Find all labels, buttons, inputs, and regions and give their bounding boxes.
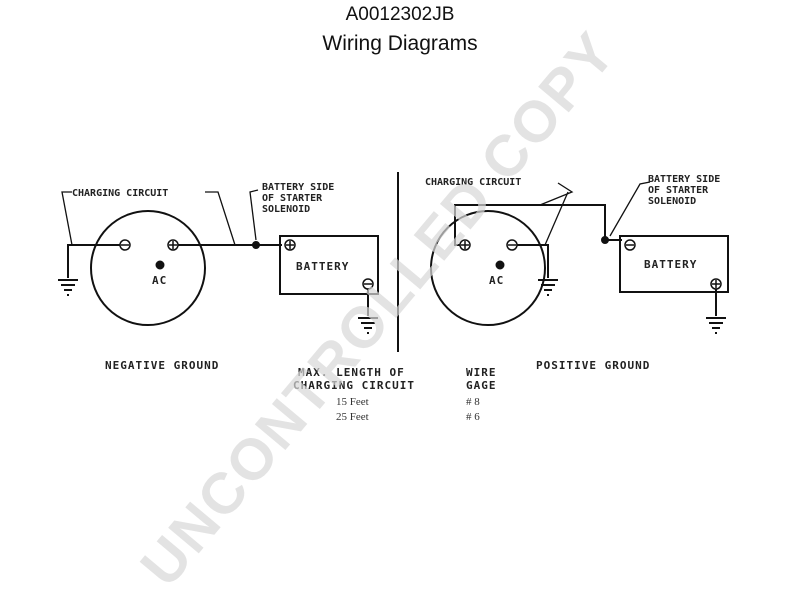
label-charging-circuit-positive: CHARGING CIRCUIT xyxy=(425,177,521,188)
table-row-1-length: 15 Feet xyxy=(336,396,369,408)
leader-charging-negative xyxy=(205,191,236,246)
label-battery-positive: BATTERY xyxy=(644,258,697,271)
ground-wire-negative xyxy=(67,244,120,278)
label-ac-negative: AC xyxy=(152,274,167,287)
label-ac-positive: AC xyxy=(489,274,504,287)
leader-charging-positive xyxy=(539,182,574,206)
label-battery-side-3-negative: SOLENOID xyxy=(262,204,310,215)
battery-negative xyxy=(279,235,379,295)
table-header-length-2: CHARGING CIRCUIT xyxy=(293,379,415,392)
alternator-circle-negative xyxy=(90,210,206,326)
label-battery-side-2-negative: OF STARTER xyxy=(262,193,323,204)
battery-positive xyxy=(619,235,729,293)
table-row-2-gage: # 6 xyxy=(466,411,480,423)
label-battery-side-2-positive: OF STARTER xyxy=(648,185,709,196)
ground-wire-positive xyxy=(517,244,549,278)
table-header-gage-1: WIRE xyxy=(466,366,497,379)
page-title: Wiring Diagrams xyxy=(322,32,478,55)
table-header-length-1: MAX. LENGTH OF xyxy=(298,366,405,379)
label-charging-circuit-negative: CHARGING CIRCUIT xyxy=(72,188,168,199)
ground-symbol-negative-alt xyxy=(58,279,78,296)
label-battery-negative: BATTERY xyxy=(296,260,349,273)
ground-symbol-negative-battery xyxy=(358,317,378,334)
caption-positive-ground: POSITIVE GROUND xyxy=(536,359,650,372)
alternator-circle-positive xyxy=(430,210,546,326)
ground-symbol-positive-battery xyxy=(706,317,726,334)
table-header-gage-2: GAGE xyxy=(466,379,497,392)
table-row-2-length: 25 Feet xyxy=(336,411,369,423)
label-battery-side-1-negative: BATTERY SIDE xyxy=(262,182,334,193)
ground-symbol-positive-alt xyxy=(538,279,558,296)
document-code: A0012302JB xyxy=(345,4,455,25)
label-battery-side-3-positive: SOLENOID xyxy=(648,196,696,207)
label-battery-side-1-positive: BATTERY SIDE xyxy=(648,174,720,185)
table-row-1-gage: # 8 xyxy=(466,396,480,408)
caption-negative-ground: NEGATIVE GROUND xyxy=(105,359,219,372)
